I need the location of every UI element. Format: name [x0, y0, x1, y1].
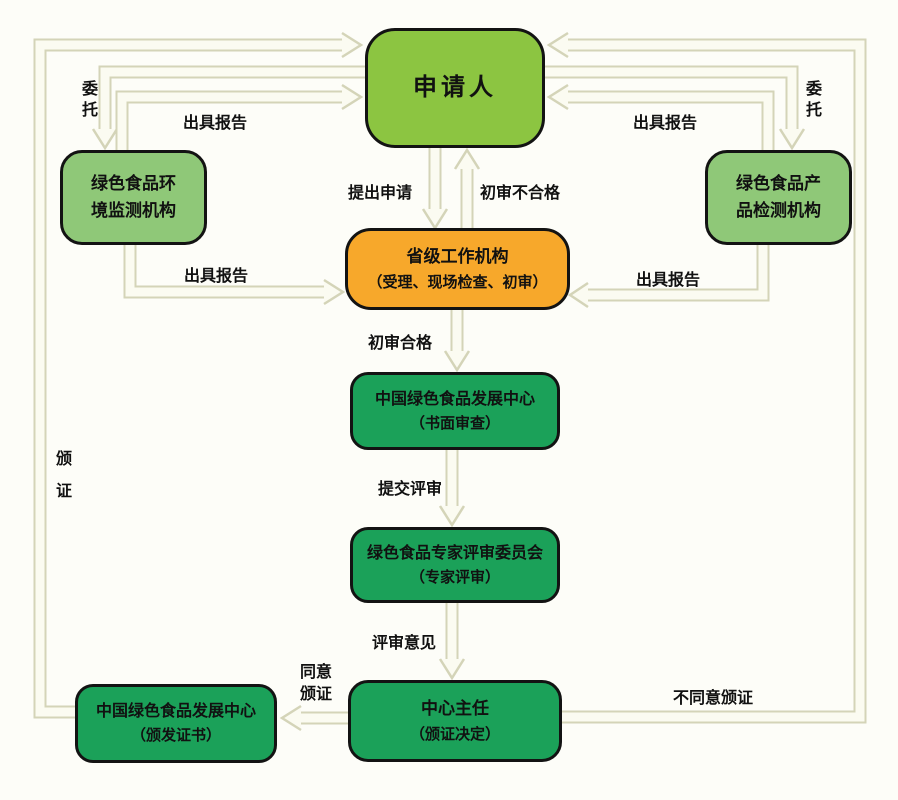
edge-label-prelim-fail: 初审不合格 — [480, 183, 561, 202]
node-issue-line1: 中国绿色食品发展中心 — [95, 701, 256, 721]
node-expert-line1: 绿色食品专家评审委员会 — [366, 542, 543, 562]
arrow-report-top-right — [546, 83, 775, 150]
node-center-director: 中心主任 （颁证决定） — [348, 680, 562, 762]
node-devreview-line2: （书面审查） — [409, 413, 500, 432]
node-provincial-line2: （受理、现场检查、初审） — [367, 272, 548, 291]
arrow-disagree-cert — [546, 31, 867, 724]
node-issue-line2: （颁发证书） — [130, 726, 221, 745]
arrow-report-mid-left — [123, 245, 346, 306]
node-expert-line2: （专家评审） — [409, 567, 500, 586]
edge-label-report-top-left: 出具报告 — [183, 113, 248, 132]
arrow-apply — [421, 148, 449, 231]
node-director-line1: 中心主任 — [421, 699, 489, 720]
edge-label-entrust-right: 委托 — [803, 80, 822, 122]
node-expert-committee: 绿色食品专家评审委员会 （专家评审） — [350, 527, 560, 603]
edge-label-review-opinion: 评审意见 — [372, 633, 437, 652]
node-applicant: 申请人 — [365, 28, 545, 148]
node-env-line2: 境监测机构 — [91, 200, 176, 221]
node-dev-center-issue: 中国绿色食品发展中心 （颁发证书） — [75, 684, 277, 763]
node-env-monitoring-agency: 绿色食品环 境监测机构 — [60, 150, 207, 245]
edge-label-prelim-pass: 初审合格 — [368, 333, 433, 352]
edge-label-report-top-right: 出具报告 — [633, 113, 698, 132]
edge-label-disagree-cert: 不同意颁证 — [673, 688, 754, 707]
edge-label-apply: 提出申请 — [348, 183, 413, 202]
node-env-line1: 绿色食品环 — [91, 174, 176, 195]
node-product-line1: 绿色食品产 — [736, 174, 821, 195]
arrow-entrust-left — [91, 65, 365, 151]
arrow-entrust-right — [545, 65, 806, 151]
edge-label-report-mid-left: 出具报告 — [184, 266, 249, 285]
arrow-agree-cert — [279, 704, 348, 732]
arrow-review-opinion — [438, 603, 466, 681]
edge-label-agree-cert: 同意颁证 — [299, 662, 332, 704]
arrow-submit-review — [438, 450, 466, 528]
node-dev-center-review: 中国绿色食品发展中心 （书面审查） — [350, 372, 560, 450]
arrow-prelim-pass — [443, 310, 471, 373]
node-provincial-line1: 省级工作机构 — [406, 247, 509, 268]
node-provincial-office: 省级工作机构 （受理、现场检查、初审） — [345, 228, 570, 310]
node-product-testing-agency: 绿色食品产 品检测机构 — [705, 150, 852, 245]
arrow-issue-cert — [33, 31, 364, 719]
arrow-prelim-fail — [453, 147, 481, 228]
node-applicant-label: 申请人 — [413, 73, 497, 102]
arrow-report-top-left — [115, 83, 364, 150]
edge-label-entrust-left: 委托 — [79, 80, 98, 122]
node-product-line2: 品检测机构 — [736, 200, 821, 221]
arrow-report-mid-right — [567, 245, 770, 309]
edge-label-issue-cert: 颁证 — [53, 450, 72, 514]
edge-label-submit-review: 提交评审 — [378, 479, 443, 498]
edge-label-report-mid-right: 出具报告 — [636, 270, 701, 289]
node-devreview-line1: 中国绿色食品发展中心 — [374, 388, 535, 408]
node-director-line2: （颁证决定） — [409, 724, 500, 743]
